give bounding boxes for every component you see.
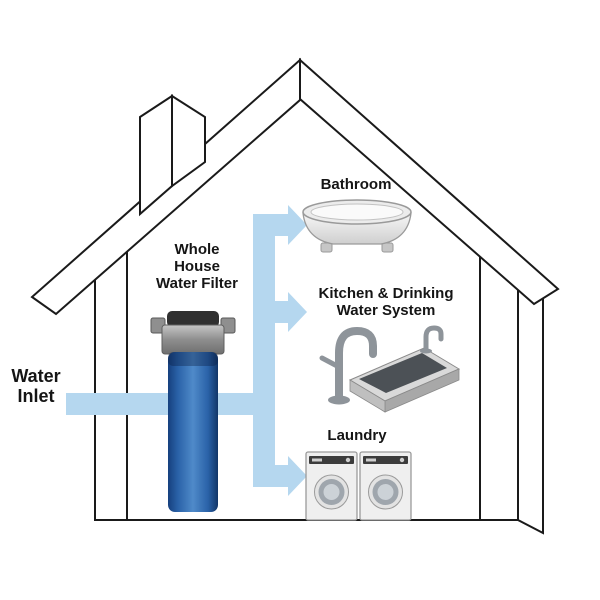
faucet-handle — [319, 355, 342, 370]
water-filter-unit — [150, 311, 236, 512]
sink-faucet-icon — [423, 325, 444, 353]
water-filter-label: Whole House Water Filter — [156, 241, 238, 292]
washer-icon — [305, 451, 358, 521]
left-wall — [94, 244, 128, 521]
sink-left — [349, 379, 386, 413]
chimney — [139, 94, 206, 217]
faucet-icon — [335, 326, 377, 403]
inlet-pipe — [66, 393, 264, 415]
tub-rim-inner — [310, 203, 404, 221]
tub-foot-left — [320, 242, 333, 253]
laundry-arrowhead — [288, 456, 307, 496]
kitchen-sink-icon — [319, 325, 461, 413]
bathroom-arrowhead — [288, 205, 307, 245]
bathtub-icon — [302, 199, 412, 253]
filter-body-shoulder — [168, 352, 218, 366]
laundry-label: Laundry — [327, 427, 387, 444]
house-outline — [30, 57, 560, 535]
dryer-display — [366, 458, 376, 462]
kitchen-branch — [274, 301, 289, 323]
water-inlet-label: Water Inlet — [11, 366, 61, 407]
chimney-side — [171, 94, 206, 188]
filter-cap — [161, 324, 225, 355]
right-wall-front — [479, 254, 519, 521]
dryer-icon — [359, 451, 412, 521]
filter-body — [168, 352, 218, 512]
washer-knob — [345, 457, 351, 463]
sink-faucet-base — [420, 348, 432, 354]
faucet-base — [328, 395, 350, 405]
laundry-machines-icon — [305, 451, 412, 521]
kitchen-arrowhead — [288, 292, 307, 332]
dryer-knob — [399, 457, 405, 463]
washer-display — [312, 458, 322, 462]
washer-door-glass — [323, 484, 340, 500]
distribution-pipe — [253, 214, 275, 487]
right-wall-side — [517, 259, 544, 535]
bathroom-branch — [274, 214, 289, 236]
dryer-panel — [363, 456, 408, 464]
filter-cap-top — [167, 311, 219, 327]
sink-basin — [359, 353, 447, 393]
dryer-door-glass — [377, 484, 394, 500]
kitchen-label: Kitchen & Drinking Water System — [318, 285, 454, 319]
washer-panel — [309, 456, 354, 464]
tub-foot-right — [381, 242, 394, 253]
laundry-branch — [274, 465, 289, 487]
bathroom-label: Bathroom — [320, 176, 392, 193]
